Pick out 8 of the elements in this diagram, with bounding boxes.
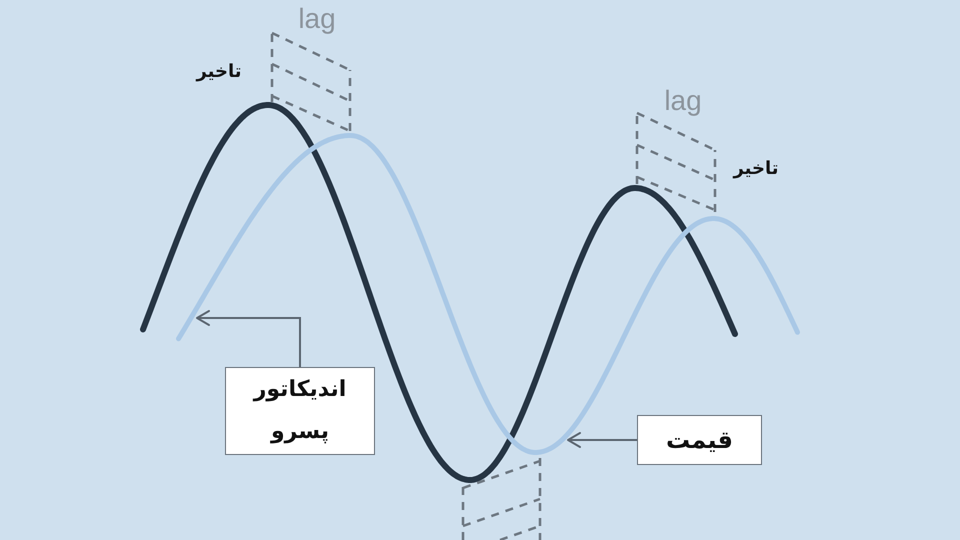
annotation-label: تاخیر [196,63,242,81]
label-box: قیمت [637,415,762,465]
sine-curve [174,132,800,456]
annotation-label: lag [664,87,702,115]
arrow [196,310,301,367]
annotation-label: lag [298,5,336,33]
annotation-label: تاخیر [733,160,779,178]
arrow [567,432,637,448]
